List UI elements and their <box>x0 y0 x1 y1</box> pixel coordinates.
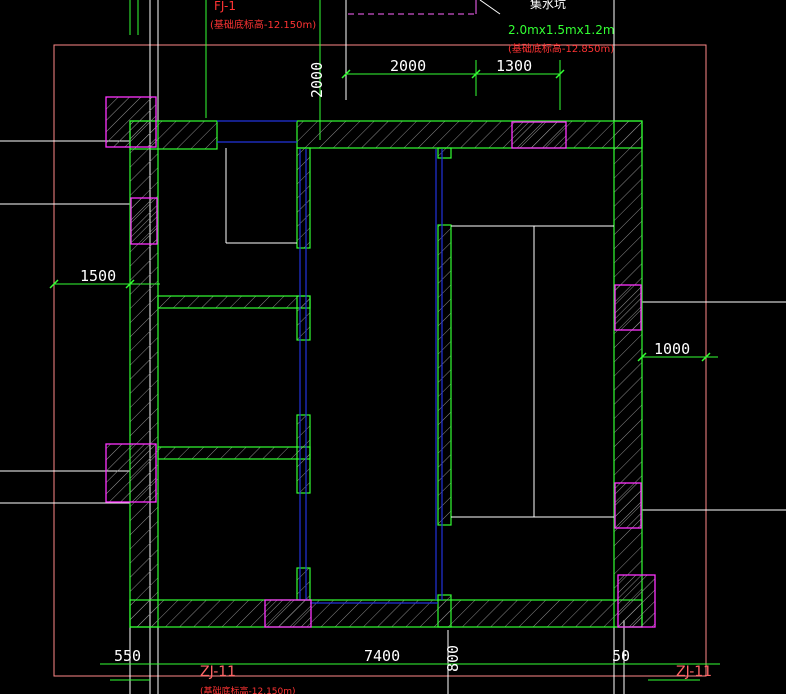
wall-pit-vertical <box>437 224 452 526</box>
wall-top-right <box>296 120 643 149</box>
wall-bottom <box>129 599 643 628</box>
wall-inner-vertical-1 <box>296 147 311 249</box>
dim-top-1300: 1300 <box>496 57 532 75</box>
annotation-labels: FJ-1 (基础底标高-12.150m) 集水坑 2.0mx1.5mx1.2m … <box>200 0 712 694</box>
wall-inner-vertical-3 <box>296 414 311 494</box>
inner-lines <box>225 148 614 518</box>
pit-leader <box>348 0 477 15</box>
dim-vertical-2000: 2000 <box>308 62 326 98</box>
column-right-upper <box>614 284 642 331</box>
wall-pit-bottom <box>437 594 452 628</box>
column-top-left <box>105 96 157 148</box>
column-bottom-middle <box>264 599 312 628</box>
pit-size-label: 2.0mx1.5mx1.2m <box>508 23 615 37</box>
bottom-red-label: (基础底标高-12.150m) <box>200 685 296 694</box>
dim-bottom-7400: 7400 <box>364 647 400 665</box>
blue-lines <box>217 120 443 604</box>
wall-pit-top <box>437 147 452 159</box>
zj-left-label: ZJ-11 <box>200 664 236 680</box>
dimension-ticks <box>49 69 711 362</box>
foundation-outline <box>53 44 707 677</box>
wall-inner-vertical-4 <box>296 567 311 601</box>
wall-mid-horizontal-1 <box>157 295 311 309</box>
dim-right-1000: 1000 <box>654 340 690 358</box>
fj-tag-label: FJ-1 <box>214 0 236 13</box>
zj-right-label: ZJ-11 <box>676 664 712 680</box>
dimension-texts: 2000 1300 2000 1500 1000 550 7400 800 50 <box>80 57 690 672</box>
dim-top-2000: 2000 <box>390 57 426 75</box>
wall-left <box>129 120 159 628</box>
wall-right <box>613 120 643 628</box>
column-left-lower <box>105 443 157 503</box>
dim-bottom-550: 550 <box>114 647 141 665</box>
wall-mid-horizontal-2 <box>157 446 311 460</box>
pit-name-label: 集水坑 <box>530 0 566 11</box>
columns <box>105 96 656 628</box>
pit-elevation-label: (基础底标高-12.850m) <box>508 42 614 55</box>
column-bottom-right <box>617 574 656 628</box>
column-top-right <box>511 121 567 149</box>
dim-bottom-50: 50 <box>612 647 630 665</box>
dim-bottom-800: 800 <box>444 645 462 672</box>
wall-inner-vertical-2 <box>296 295 311 341</box>
dim-left-1500: 1500 <box>80 267 116 285</box>
fj-elevation-label: (基础底标高-12.150m) <box>210 18 316 31</box>
column-right-lower <box>614 482 642 529</box>
column-left-upper <box>130 197 158 245</box>
walls <box>129 120 643 628</box>
